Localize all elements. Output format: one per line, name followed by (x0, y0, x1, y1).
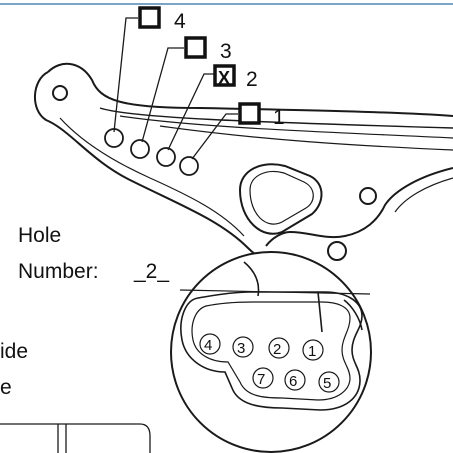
bracket-part (33, 62, 453, 263)
checkbox-2[interactable] (213, 64, 236, 87)
hole-1 (179, 156, 199, 176)
detail-label-1: 1 (308, 343, 316, 360)
hole-number-label-line1: Hole (18, 224, 61, 247)
detail-label-4: 4 (204, 337, 212, 354)
checkbox-3[interactable] (184, 36, 207, 59)
detail-label-5: 5 (323, 375, 331, 392)
cut-text-line2: e (0, 376, 12, 399)
hole-option-2[interactable]: X 2 (213, 64, 258, 91)
checkbox-2-mark: X (218, 68, 230, 88)
bottom-part-fragment (0, 423, 151, 453)
detail-label-7: 7 (257, 371, 265, 388)
hole-option-1[interactable]: 1 (238, 102, 285, 129)
detail-label-6: 6 (289, 373, 297, 390)
checkbox-1[interactable] (238, 102, 261, 125)
hole-option-2-label: 2 (246, 68, 258, 91)
hole-option-3-label: 3 (220, 40, 232, 63)
hole-option-4[interactable]: 4 (138, 6, 186, 33)
checkbox-4[interactable] (138, 6, 161, 29)
hole-option-4-label: 4 (174, 10, 186, 33)
hole-number-value: _2_ (133, 260, 169, 283)
cut-text-line1: ide (0, 340, 28, 363)
hole-3 (130, 139, 150, 159)
detail-view: 4 3 2 1 7 6 5 (170, 251, 372, 453)
hole-option-3[interactable]: 3 (184, 36, 232, 63)
hole-number-label-line2: Number: (18, 260, 99, 283)
hole-2 (156, 147, 176, 167)
detail-label-2: 2 (273, 341, 281, 358)
numbered-holes (104, 128, 199, 176)
detail-label-3: 3 (237, 340, 245, 357)
leader-lines (113, 17, 238, 160)
hole-option-1-label: 1 (273, 106, 285, 129)
